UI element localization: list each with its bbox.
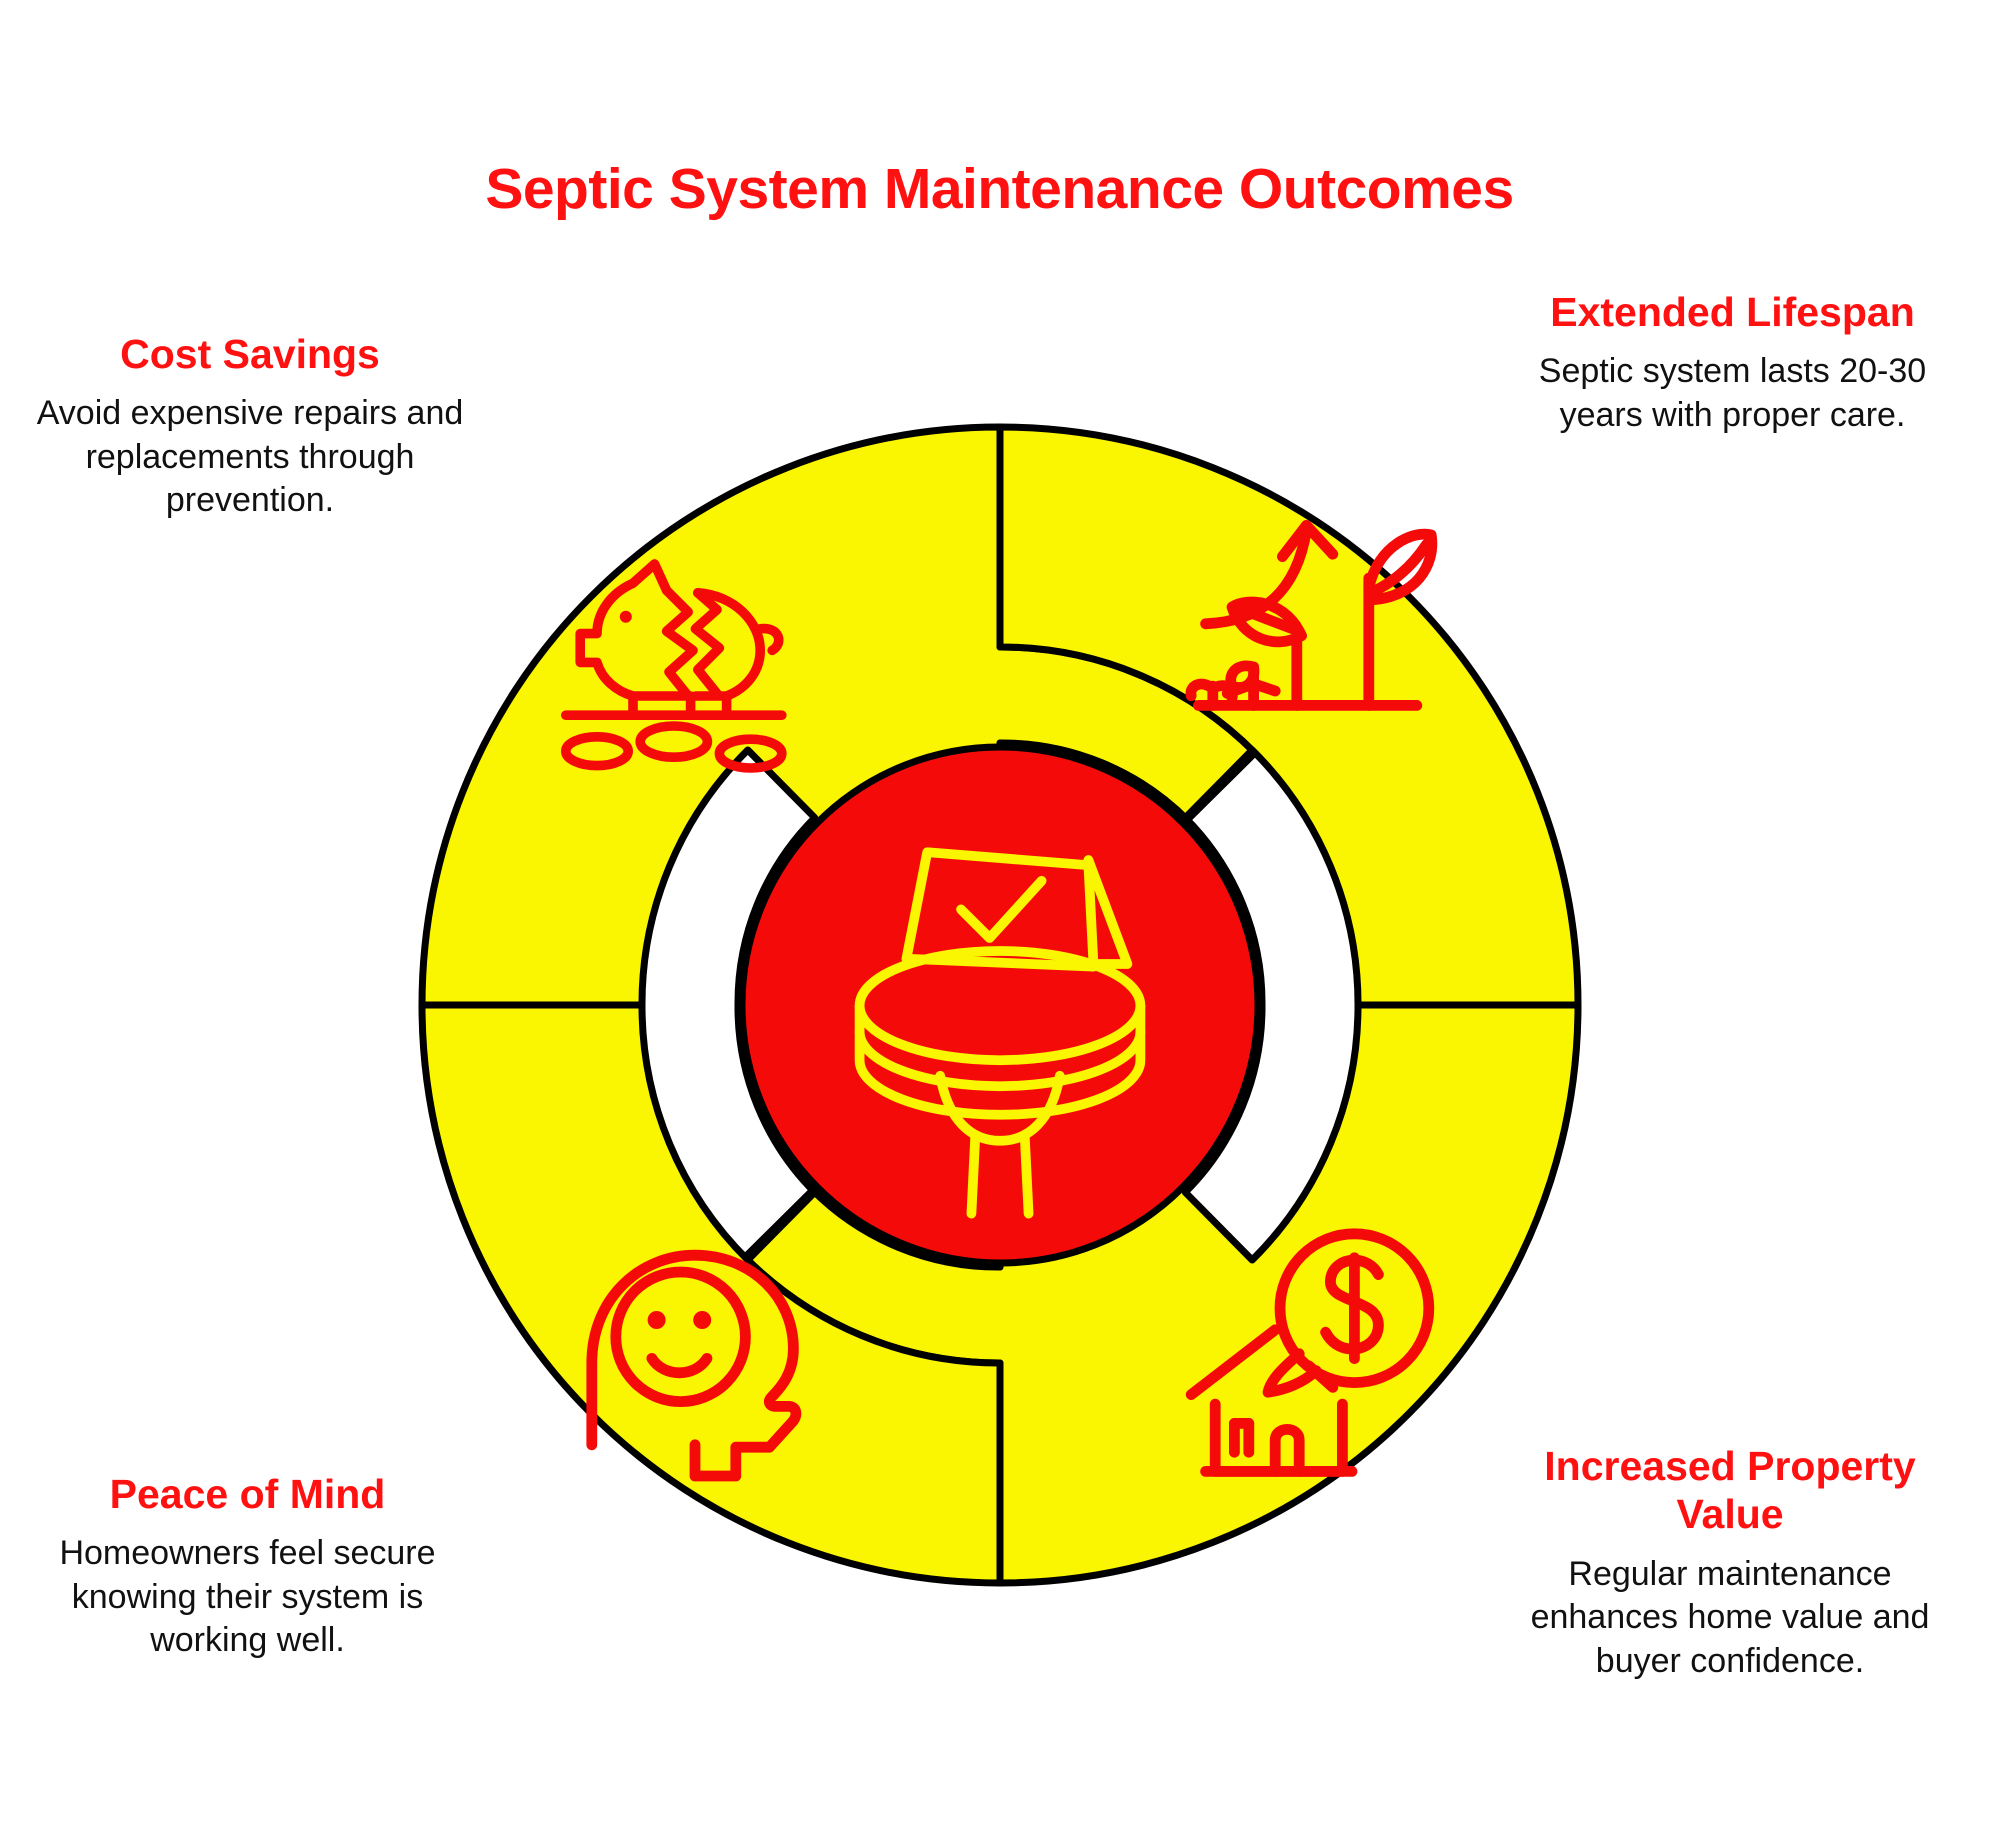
callout-title-extended-lifespan: Extended Lifespan <box>1550 289 1915 335</box>
callout-cost-savings: Cost Savings Avoid expensive repairs and… <box>35 330 465 523</box>
outcomes-wheel-diagram <box>411 416 1589 1594</box>
growing-plant-arrow-icon <box>1185 519 1438 711</box>
wheel-svg <box>418 423 1582 1587</box>
callout-increased-property-value: Increased Property Value Regular mainten… <box>1505 1442 1955 1683</box>
callout-body-increased-property-value: Regular maintenance enhances home value … <box>1530 1554 1930 1680</box>
callout-peace-of-mind: Peace of Mind Homeowners feel secure kno… <box>30 1470 465 1663</box>
callout-title-cost-savings: Cost Savings <box>120 331 380 377</box>
callout-extended-lifespan: Extended Lifespan Septic system lasts 20… <box>1520 288 1945 437</box>
callout-title-increased-property-value: Increased Property Value <box>1544 1443 1916 1538</box>
outer-ring-segments <box>418 423 1582 1587</box>
house-dollar-bubble-icon <box>1185 1228 1435 1477</box>
broken-piggy-bank-icon <box>560 559 787 773</box>
callout-title-peace-of-mind: Peace of Mind <box>109 1471 386 1517</box>
page-title: Septic System Maintenance Outcomes <box>485 157 1514 222</box>
callout-body-extended-lifespan: Septic system lasts 20-30 years with pro… <box>1538 352 1927 434</box>
callout-body-cost-savings: Avoid expensive repairs and replacements… <box>36 394 464 520</box>
septic-tank-check-icon <box>854 847 1146 1219</box>
head-smiley-icon <box>586 1249 802 1482</box>
center-hub-circle[interactable] <box>738 743 1262 1267</box>
callout-body-peace-of-mind: Homeowners feel secure knowing their sys… <box>59 1534 436 1660</box>
